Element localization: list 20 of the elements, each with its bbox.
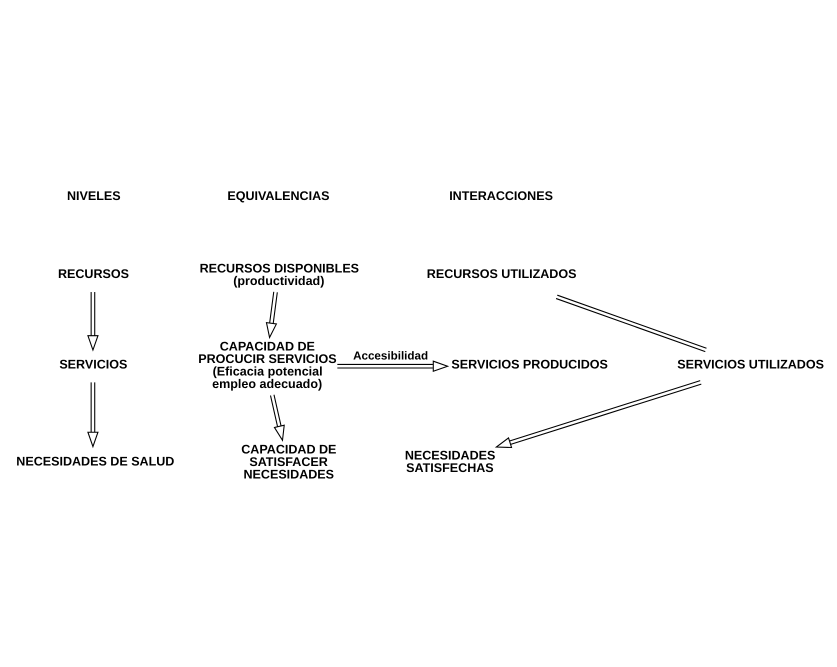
arrow	[270, 394, 285, 442]
label: INTERACCIONES	[449, 189, 553, 204]
node-text: CAPACIDAD DE PROCUCIR SERVICIOS (Eficacia potencial empleo adecuado)	[198, 339, 337, 391]
node-text: SERVICIOS PRODUCIDOS	[451, 358, 608, 372]
arrow	[87, 292, 99, 352]
label: EQUIVALENCIAS	[227, 189, 330, 204]
arrow	[337, 360, 450, 372]
arrow	[266, 292, 278, 340]
node-text: SERVICIOS UTILIZADOS	[677, 358, 824, 372]
node-text: SERVICIOS	[59, 358, 128, 372]
edge-label: Accesibilidad	[353, 349, 428, 362]
node-text: RECURSOS DISPONIBLES (productividad)	[200, 261, 360, 288]
node-text: RECURSOS UTILIZADOS	[426, 267, 576, 282]
arrow	[494, 380, 702, 448]
node-text: NECESIDADES SATISFECHAS	[404, 448, 496, 476]
arrow	[87, 382, 99, 448]
label: NIVELES	[66, 189, 121, 204]
node-text: CAPACIDAD DE SATISFACER NECESIDADES	[241, 442, 336, 482]
node-text: RECURSOS	[58, 267, 130, 282]
node-text: NECESIDADES DE SALUD	[16, 454, 174, 468]
